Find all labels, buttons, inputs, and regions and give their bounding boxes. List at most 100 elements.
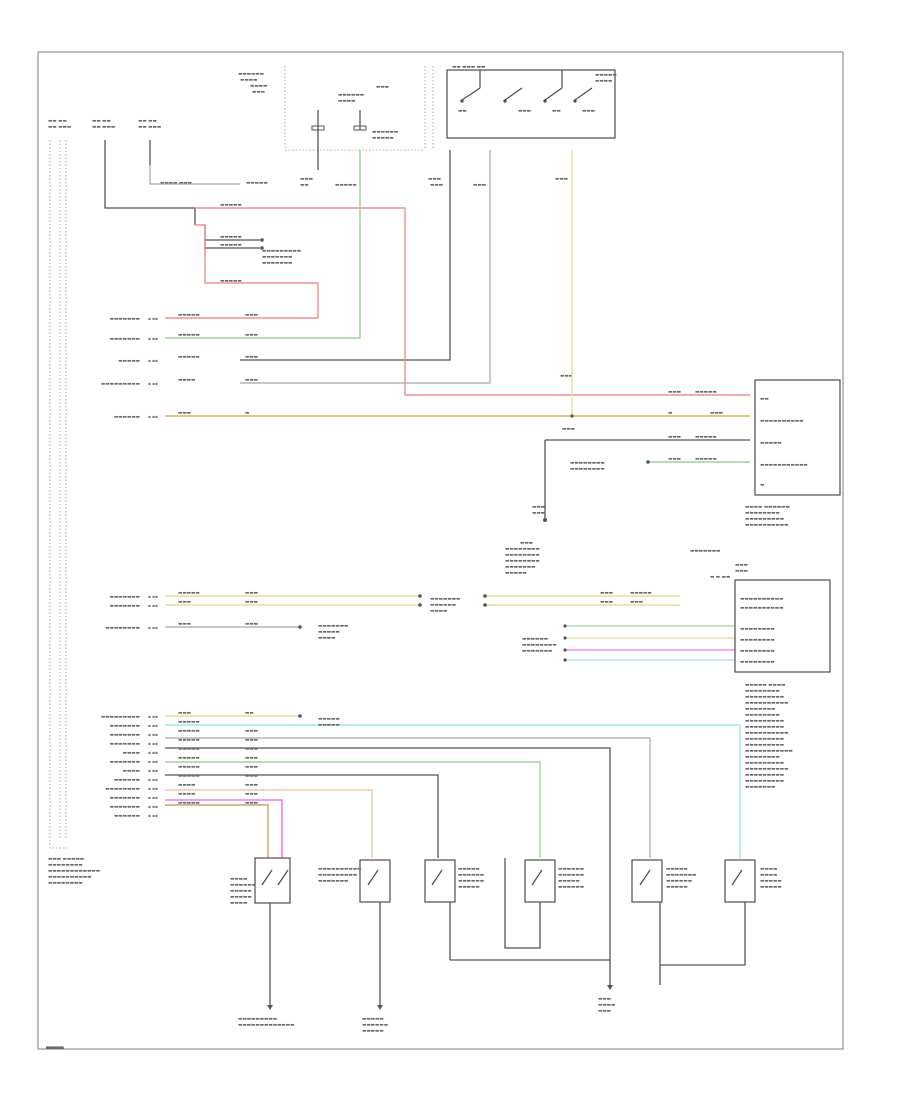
svg-text:▬▬▬: ▬▬▬ [245, 774, 258, 779]
svg-text:▬▬▬▬▬: ▬▬▬▬▬ [220, 279, 242, 284]
svg-text:▬▬▬▬: ▬▬▬▬ [123, 769, 140, 774]
svg-text:▬▬▬▬▬: ▬▬▬▬▬ [666, 867, 688, 872]
svg-text:▪ ▪▪: ▪ ▪▪ [148, 381, 158, 386]
svg-text:▪ ▪▪: ▪ ▪▪ [148, 786, 158, 791]
svg-text:▬▬▬▬▬▬: ▬▬▬▬▬▬ [338, 93, 364, 98]
svg-text:▬: ▬ [245, 411, 249, 416]
svg-text:▬▬▬▬▬▬▬▬▬: ▬▬▬▬▬▬▬▬▬ [745, 695, 784, 700]
svg-text:▬▬▬▬▬▬▬▬▬▬: ▬▬▬▬▬▬▬▬▬▬ [740, 597, 783, 602]
svg-text:▬: ▬ [668, 411, 672, 416]
svg-text:▬▬▬▬▬▬▬▬: ▬▬▬▬▬▬▬▬ [505, 547, 540, 552]
svg-text:▬▬▬: ▬▬▬ [668, 457, 681, 462]
svg-text:▬▬▬▬: ▬▬▬▬ [240, 78, 257, 83]
svg-text:▬▬▬▬▬: ▬▬▬▬▬ [178, 765, 200, 770]
svg-text:▬▬▬▬: ▬▬▬▬ [430, 609, 447, 614]
svg-text:▪ ▪▪: ▪ ▪▪ [148, 594, 158, 599]
svg-text:▬▬▬▬: ▬▬▬▬ [338, 99, 355, 104]
svg-text:▬▬▬: ▬▬▬ [245, 313, 258, 318]
svg-text:▬▬▬▬▬▬: ▬▬▬▬▬▬ [558, 885, 584, 890]
svg-text:▬▬▬▬ ▬▬▬▬▬▬: ▬▬▬▬ ▬▬▬▬▬▬ [745, 505, 790, 510]
svg-text:▬▬▬: ▬▬▬ [598, 1009, 611, 1014]
svg-text:▬▬▬: ▬▬▬ [178, 600, 191, 605]
svg-text:▬▬▬: ▬▬▬ [560, 374, 573, 379]
svg-text:▬▬ ▬▬▬: ▬▬ ▬▬▬ [92, 125, 115, 130]
svg-text:▬▬▬▬▬: ▬▬▬▬▬ [230, 895, 252, 900]
svg-text:▬▬▬▬▬▬▬: ▬▬▬▬▬▬▬ [690, 549, 720, 554]
svg-text:▬▬▬▬▬▬▬▬: ▬▬▬▬▬▬▬▬ [745, 511, 780, 516]
left-module-pin-labels: ▬▬▬▬▬▬▬ ▬▬▬▬▬▬▬ ▬▬▬▬▬ ▬▬▬▬▬▬▬▬▬ ▬▬▬▬▬▬ ▬… [48, 317, 140, 886]
svg-text:▬▬▬: ▬▬▬ [735, 569, 748, 574]
svg-text:▪ ▪▪: ▪ ▪▪ [148, 759, 158, 764]
svg-text:▬▬ ▬▬: ▬▬ ▬▬ [92, 119, 111, 124]
svg-text:▬▬▬: ▬▬▬ [245, 765, 258, 770]
svg-text:▬▬▬▬▬: ▬▬▬▬▬ [666, 885, 688, 890]
svg-text:▬▬▬▬▬▬▬▬▬▬: ▬▬▬▬▬▬▬▬▬▬ [48, 875, 91, 880]
svg-text:▬▬▬: ▬▬▬ [555, 177, 568, 182]
svg-text:▬▬▬▬▬: ▬▬▬▬▬ [595, 73, 617, 78]
svg-text:▬▬▬: ▬▬▬ [245, 738, 258, 743]
svg-text:▬▬▬▬▬: ▬▬▬▬▬ [230, 889, 252, 894]
svg-text:▬▬▬: ▬▬▬ [630, 600, 643, 605]
svg-text:▬▬▬: ▬▬▬ [430, 183, 443, 188]
svg-text:▬▬▬: ▬▬▬ [245, 801, 258, 806]
svg-text:▬▬▬▬▬▬▬▬▬: ▬▬▬▬▬▬▬▬▬ [238, 1017, 277, 1022]
svg-text:▬▬▬▬▬▬▬▬: ▬▬▬▬▬▬▬▬ [570, 467, 605, 472]
svg-text:▬▬▬: ▬▬▬ [178, 411, 191, 416]
fuse-labels: ▬▬▬▬▬▬ ▬▬▬▬ ▬▬▬▬ ▬▬▬ ▬▬▬▬▬▬ ▬▬▬▬ ▬▬▬ ▬▬▬… [48, 72, 398, 141]
svg-text:▬▬▬▬▬▬▬: ▬▬▬▬▬▬▬ [522, 649, 552, 654]
svg-text:▬▬▬▬▬▬▬▬: ▬▬▬▬▬▬▬▬ [740, 649, 775, 654]
svg-text:▬▬▬: ▬▬▬ [245, 591, 258, 596]
svg-text:▬▬ ▬▬: ▬▬ ▬▬ [48, 119, 67, 124]
svg-text:▬▬▬: ▬▬▬ [245, 747, 258, 752]
svg-text:▬▬▬▬▬▬▬▬▬: ▬▬▬▬▬▬▬▬▬ [101, 382, 140, 387]
svg-text:▬▬▬▬▬: ▬▬▬▬▬ [178, 801, 200, 806]
seat-position-module: ▬▬▬▬▬▬▬▬▬▬ ▬▬▬▬▬▬▬▬▬▬ ▬▬▬▬▬▬▬▬ ▬▬▬ ▬▬▬▬▬ … [690, 549, 831, 790]
svg-text:▬▬▬▬▬▬▬▬: ▬▬▬▬▬▬▬▬ [505, 553, 540, 558]
svg-text:▬▬▬▬▬: ▬▬▬▬▬ [178, 720, 200, 725]
svg-text:▬▬▬: ▬▬▬ [300, 177, 313, 182]
svg-text:▬▬▬: ▬▬▬ [532, 511, 545, 516]
svg-text:▬▬▬▬▬▬▬: ▬▬▬▬▬▬▬ [110, 337, 140, 342]
svg-text:▪ ▪▪: ▪ ▪▪ [148, 336, 158, 341]
wire-color-labels: ▬▬▬▬▬ ▬▬▬ ▬▬▬▬▬ ▬▬▬ ▬▬▬▬▬ ▬▬▬ ▬▬▬▬ ▬▬▬ ▬… [178, 203, 723, 806]
svg-text:▬▬▬▬▬▬▬: ▬▬▬▬▬▬▬ [318, 879, 348, 884]
svg-text:▬▬▬: ▬▬▬ [668, 435, 681, 440]
svg-text:▬▬▬▬▬: ▬▬▬▬▬ [178, 774, 200, 779]
red-wires [165, 207, 750, 396]
svg-text:▪ ▪▪: ▪ ▪▪ [148, 777, 158, 782]
svg-text:▬▬▬▬: ▬▬▬▬ [123, 751, 140, 756]
body-control-module-outline [49, 140, 70, 849]
svg-text:▬▬▬: ▬▬▬ [582, 109, 595, 114]
svg-text:▬▬▬▬▬▬▬: ▬▬▬▬▬▬▬ [110, 805, 140, 810]
middle-labels: ▬▬▬▬▬▬▬▬ ▬▬▬▬▬▬▬▬ ▬▬▬ ▬▬▬ ▬▬▬ ▬▬▬ ▬▬▬▬▬▬… [262, 249, 605, 728]
svg-text:▬▬▬▬▬: ▬▬▬▬▬ [246, 181, 268, 186]
svg-text:▬▬▬▬▬▬▬▬▬▬: ▬▬▬▬▬▬▬▬▬▬ [745, 731, 788, 736]
svg-text:▬▬▬▬▬▬▬▬▬▬: ▬▬▬▬▬▬▬▬▬▬ [740, 606, 783, 611]
svg-text:▬▬▬▬▬▬▬▬▬▬: ▬▬▬▬▬▬▬▬▬▬ [760, 419, 803, 424]
svg-text:▬▬▬▬▬: ▬▬▬▬▬ [178, 355, 200, 360]
svg-text:▬▬▬▬▬▬▬▬: ▬▬▬▬▬▬▬▬ [505, 559, 540, 564]
svg-text:▬▬▬: ▬▬▬ [598, 997, 611, 1002]
svg-text:▬▬▬▬▬▬▬▬▬: ▬▬▬▬▬▬▬▬▬ [745, 725, 784, 730]
svg-text:▬▬▬: ▬▬▬ [252, 90, 265, 95]
svg-text:▬▬▬▬▬: ▬▬▬▬▬ [695, 435, 717, 440]
svg-text:▬▬▬▬▬: ▬▬▬▬▬ [760, 879, 782, 884]
svg-text:▬▬▬▬: ▬▬▬▬ [178, 792, 195, 797]
svg-text:▬▬▬▬▬ ▬▬▬▬: ▬▬▬▬▬ ▬▬▬▬ [745, 683, 786, 688]
svg-text:▬▬▬▬▬▬▬▬: ▬▬▬▬▬▬▬▬ [522, 643, 557, 648]
svg-text:▬▬▬: ▬▬▬ [600, 591, 613, 596]
black-wires [104, 150, 750, 961]
svg-text:▬▬▬▬▬: ▬▬▬▬▬ [220, 243, 242, 248]
svg-text:▬▬▬▬▬▬▬▬▬▬▬▬▬: ▬▬▬▬▬▬▬▬▬▬▬▬▬ [238, 1023, 294, 1028]
svg-text:▬▬▬: ▬▬▬ [600, 600, 613, 605]
svg-text:▪ ▪▪: ▪ ▪▪ [148, 795, 158, 800]
svg-text:▬▬▬▬▬▬▬: ▬▬▬▬▬▬▬ [110, 796, 140, 801]
svg-text:▬▬▬▬▬: ▬▬▬▬▬ [372, 136, 394, 141]
svg-text:▪ ▪▪: ▪ ▪▪ [148, 804, 158, 809]
svg-text:▬▬▬: ▬▬▬ [245, 792, 258, 797]
svg-text:▬▬▬▬▬▬: ▬▬▬▬▬▬ [666, 879, 692, 884]
svg-text:▬▬▬▬▬▬▬: ▬▬▬▬▬▬▬ [318, 624, 348, 629]
svg-text:▬▬▬▬▬: ▬▬▬▬▬ [458, 885, 480, 890]
svg-text:▬▬▬▬▬▬▬▬: ▬▬▬▬▬▬▬▬ [745, 689, 780, 694]
svg-text:▪ ▪▪: ▪ ▪▪ [148, 414, 158, 419]
